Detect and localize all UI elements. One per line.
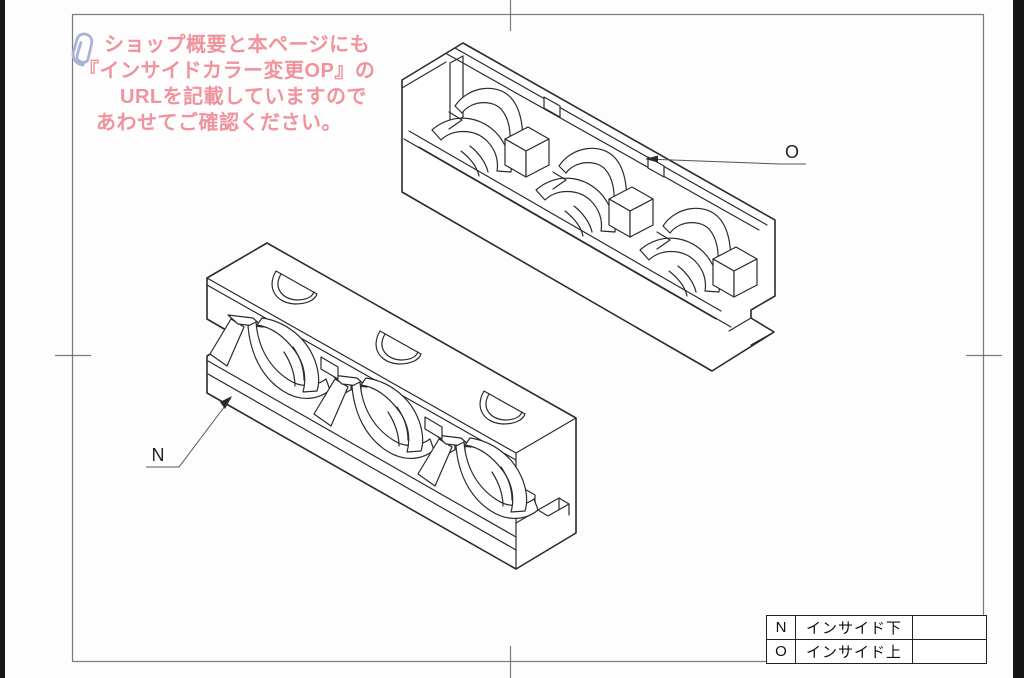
note-line-3: URLを記載していますので [120, 86, 368, 108]
arrowhead-O [645, 155, 658, 163]
upper-part-drawing [401, 42, 776, 372]
leader-O [645, 155, 806, 165]
paperclip-icon [71, 32, 94, 67]
legend-table: N インサイド下 O インサイド上 [766, 615, 987, 664]
legend-value-N [912, 615, 987, 640]
arrowhead-N [220, 396, 232, 409]
legend-name-O: インサイド上 [795, 639, 913, 664]
d-hole [271, 270, 318, 305]
leader-N [146, 396, 232, 468]
scan-edge-left [0, 0, 5, 678]
sheet-frame [55, 0, 1002, 678]
note-line-4: あわせてご確認ください。 [96, 112, 342, 134]
legend-value-O [912, 639, 987, 664]
label-N: N [152, 445, 165, 465]
legend-key-O: O [766, 639, 796, 664]
note-line-2: 『インサイドカラー変更OP』の [79, 60, 376, 82]
label-O: O [785, 142, 799, 162]
note-line-1: ショップ概要と本ページにも [104, 34, 371, 56]
scan-edge-right [1013, 0, 1024, 678]
table-row: N インサイド下 [766, 615, 987, 640]
legend-key-N: N [766, 615, 796, 640]
upper-arch-unit [431, 87, 550, 178]
table-row: O インサイド上 [766, 639, 987, 664]
legend-name-N: インサイド下 [795, 615, 913, 640]
lower-part-drawing [206, 242, 577, 570]
